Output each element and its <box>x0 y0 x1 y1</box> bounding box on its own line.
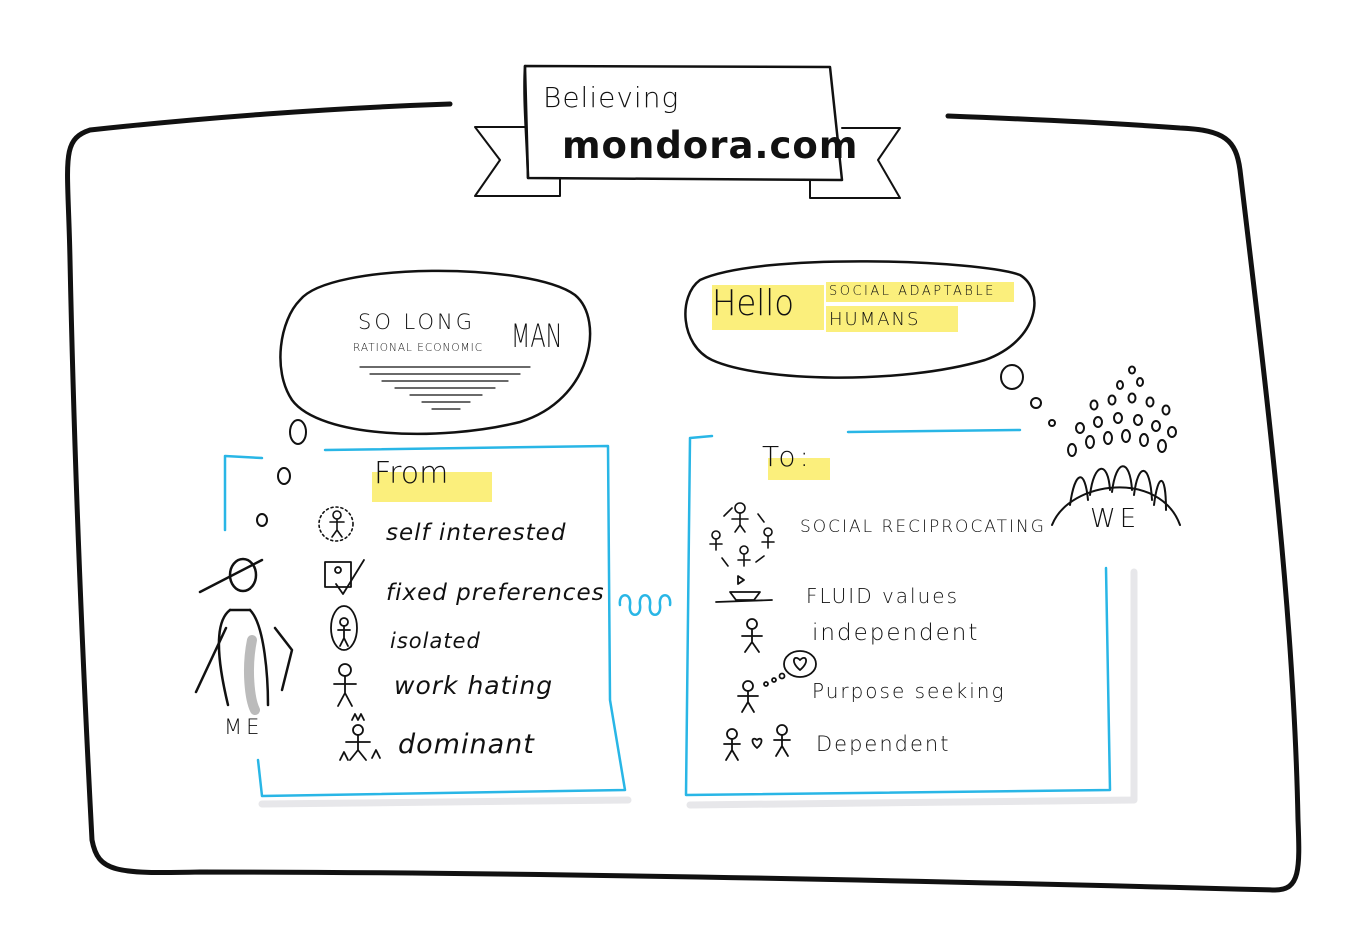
to-item-independent: independent <box>812 622 979 645</box>
to-heading: To: <box>762 443 813 471</box>
crowned-figure-icon <box>340 714 380 760</box>
from-heading: From <box>374 459 448 489</box>
me-label: ME <box>224 717 263 738</box>
to-item-purpose-seeking: Purpose seeking <box>812 681 1005 701</box>
me-figure <box>196 559 292 710</box>
to-item-social-reciprocating: SOCIAL RECIPROCATING <box>800 519 1046 536</box>
from-item-work-hating: work hating <box>394 673 553 698</box>
person-checkbox-icon <box>325 560 364 594</box>
outer-frame <box>68 104 1299 890</box>
bubble-left-line1: SO LONG <box>358 312 475 333</box>
connector-squiggle <box>620 595 670 615</box>
bubble-left-line2: RATIONAL ECONOMIC <box>353 343 483 354</box>
we-label: WE <box>1090 506 1140 532</box>
stick-figure-icon <box>742 619 762 652</box>
bubble-right-trail <box>1001 365 1055 426</box>
bubble-right-line1: SOCIAL ADAPTABLE <box>829 285 996 298</box>
figure-heart-thought-icon <box>738 651 816 712</box>
from-item-dominant: dominant <box>398 731 535 758</box>
from-item-self-interested: self interested <box>386 522 566 545</box>
stick-figure-icon <box>334 664 356 706</box>
bubble-left-line3: MAN <box>511 320 562 352</box>
two-figures-heart-icon <box>724 725 790 760</box>
bubble-left-trail <box>257 420 306 526</box>
group-circle-icon <box>710 503 774 566</box>
bubble-right-hello: Hello <box>712 286 794 322</box>
banner-title: mondora.com <box>562 127 858 164</box>
bubble-right-line2: HUMANS <box>829 311 920 329</box>
banner-subtitle: Believing <box>543 84 679 112</box>
to-item-dependent: Dependent <box>816 734 950 755</box>
from-item-fixed-preferences: fixed preferences <box>386 582 605 605</box>
person-circle-icon <box>319 507 353 541</box>
to-item-fluid-values: FLUID values <box>806 586 959 606</box>
from-item-isolated: isolated <box>390 631 481 652</box>
boat-icon <box>716 576 772 602</box>
we-crowd <box>1052 367 1180 526</box>
person-bubble-icon <box>331 606 357 650</box>
